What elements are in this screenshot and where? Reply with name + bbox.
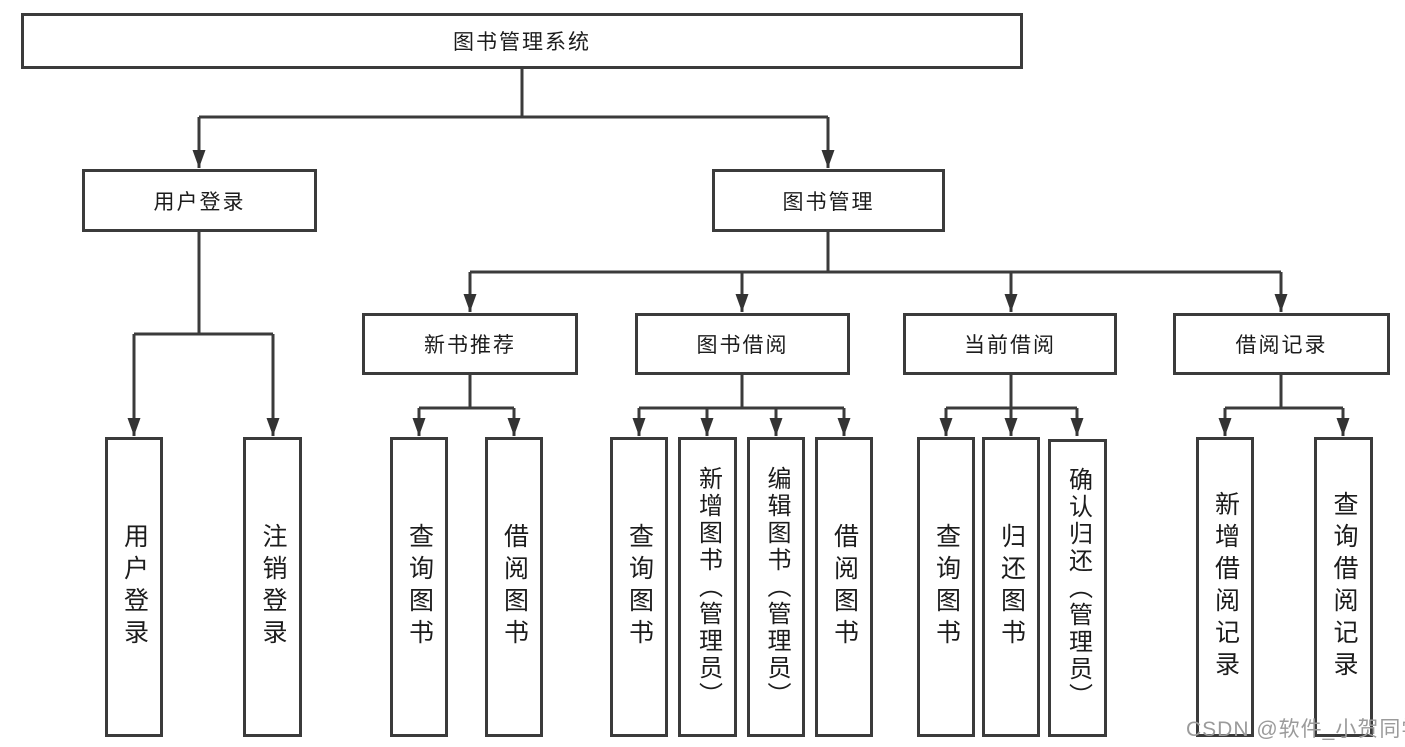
- leaf-edit-books-admin: 编辑图书（管理员）: [747, 437, 805, 737]
- leaf-label: 注销登录: [259, 523, 287, 651]
- leaf-query-books: 查询图书: [917, 437, 975, 737]
- leaf-label: 归还图书: [997, 523, 1026, 651]
- watermark: CSDN @软件_小贺同学: [1186, 718, 1405, 741]
- node-borrow-records: 借阅记录: [1173, 313, 1390, 375]
- leaf-label: 确认归还（管理员）: [1064, 466, 1092, 710]
- leaf-logout: 注销登录: [243, 437, 302, 737]
- leaf-label: 查询图书: [405, 523, 434, 651]
- leaf-label: 借阅图书: [830, 523, 859, 651]
- node-borrow-records-label: 借阅记录: [1235, 334, 1328, 357]
- node-book-mgmt: 图书管理: [712, 169, 945, 232]
- leaf-label: 用户登录: [120, 523, 149, 651]
- node-new-book-rec: 新书推荐: [362, 313, 578, 375]
- node-current-borrow: 当前借阅: [903, 313, 1117, 375]
- leaf-confirm-return-admin: 确认归还（管理员）: [1048, 439, 1107, 737]
- leaf-add-borrow-record: 新增借阅记录: [1196, 437, 1254, 737]
- leaf-return-books: 归还图书: [982, 437, 1040, 737]
- leaf-label: 借阅图书: [500, 523, 529, 651]
- node-book-mgmt-label: 图书管理: [782, 190, 875, 214]
- leaf-user-login: 用户登录: [105, 437, 163, 737]
- leaf-query-borrow-record: 查询借阅记录: [1314, 437, 1373, 737]
- node-current-borrow-label: 当前借阅: [964, 334, 1056, 357]
- leaf-add-books-admin: 新增图书（管理员）: [678, 437, 737, 737]
- node-book-borrow-label: 图书借阅: [696, 334, 789, 357]
- leaf-query-books: 查询图书: [610, 437, 668, 737]
- leaf-query-books: 查询图书: [390, 437, 448, 737]
- leaf-borrow-books: 借阅图书: [815, 437, 873, 737]
- leaf-label: 查询图书: [625, 523, 654, 651]
- leaf-label: 编辑图书（管理员）: [763, 465, 790, 709]
- leaf-label: 新增图书（管理员）: [694, 465, 722, 709]
- node-new-book-rec-label: 新书推荐: [424, 334, 516, 357]
- node-user-login-label: 用户登录: [153, 190, 246, 214]
- leaf-label: 查询借阅记录: [1330, 491, 1358, 683]
- node-user-login: 用户登录: [82, 169, 317, 232]
- node-book-borrow: 图书借阅: [635, 313, 850, 375]
- leaf-borrow-books: 借阅图书: [485, 437, 543, 737]
- node-root-label: 图书管理系统: [453, 31, 591, 54]
- leaf-label: 新增借阅记录: [1211, 491, 1240, 683]
- leaf-label: 查询图书: [932, 523, 961, 651]
- node-root: 图书管理系统: [21, 13, 1023, 69]
